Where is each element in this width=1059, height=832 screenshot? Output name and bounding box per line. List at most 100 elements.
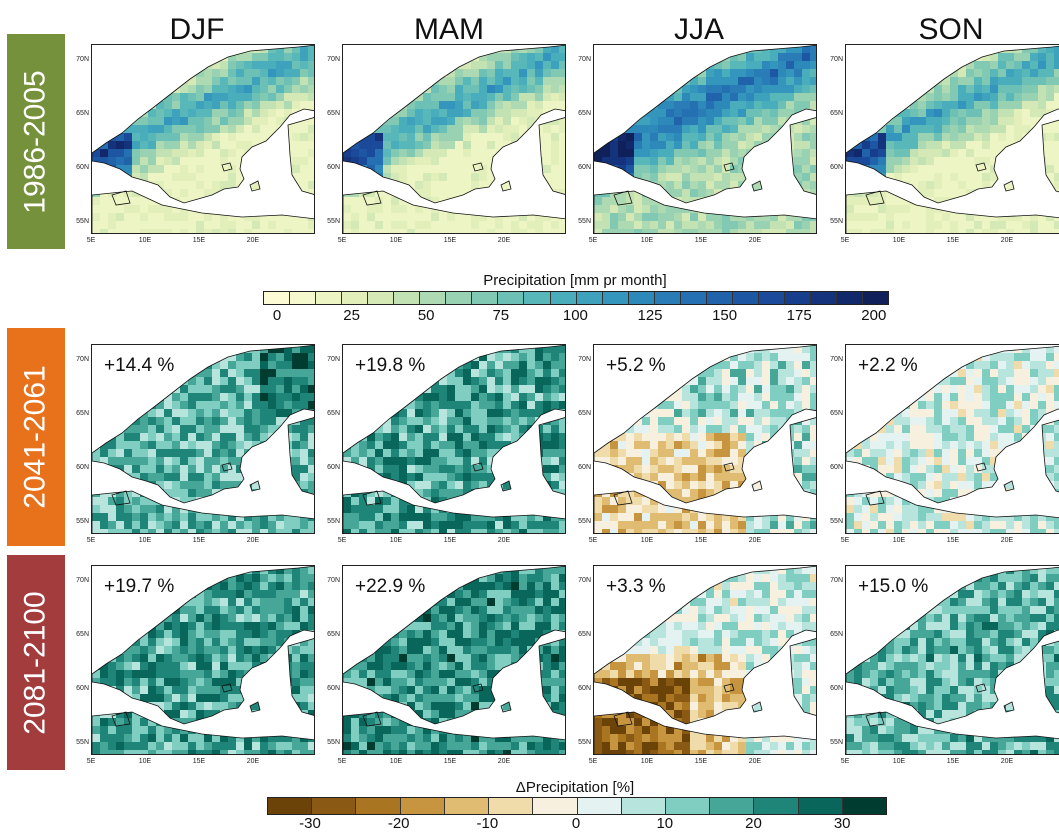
lat-tick-label: 55N: [320, 218, 340, 225]
lon-tick-label: 10E: [637, 237, 657, 244]
lon-tick-label: 5E: [332, 758, 352, 765]
lon-tick-label: 5E: [583, 758, 603, 765]
precip-colorbar-swatch: [655, 292, 681, 304]
map-panel-r3-c2: +22.9 %: [342, 565, 566, 755]
lat-tick-label: 70N: [571, 56, 591, 63]
lat-tick-label: 65N: [320, 631, 340, 638]
delta-colorbar-swatch: [710, 798, 754, 814]
precip-colorbar-swatch: [368, 292, 394, 304]
lat-tick-label: 55N: [571, 739, 591, 746]
map-svg: [92, 45, 315, 234]
lat-tick-label: 60N: [823, 685, 843, 692]
precip-colorbar-swatch: [316, 292, 342, 304]
lon-tick-label: 15E: [691, 237, 711, 244]
lon-tick-label: 20E: [243, 537, 263, 544]
lon-tick-label: 5E: [583, 237, 603, 244]
precip-colorbar-tick: 100: [550, 307, 600, 324]
precip-colorbar-swatch: [264, 292, 290, 304]
lat-tick-label: 70N: [69, 356, 89, 363]
lon-tick-label: 15E: [691, 537, 711, 544]
map-panel-r2-c2: +19.8 %: [342, 344, 566, 534]
delta-colorbar-swatch: [445, 798, 489, 814]
lon-tick-label: 10E: [889, 237, 909, 244]
delta-colorbar-swatch: [401, 798, 445, 814]
percent-change-label: +2.2 %: [858, 355, 918, 377]
precip-colorbar-swatch: [811, 292, 837, 304]
delta-colorbar: [267, 797, 887, 815]
lat-tick-label: 65N: [320, 410, 340, 417]
lon-tick-label: 15E: [440, 537, 460, 544]
precip-colorbar-swatch: [707, 292, 733, 304]
period-label-2041-2061: 2041-2061: [7, 328, 65, 546]
lon-tick-label: 5E: [81, 237, 101, 244]
lon-tick-label: 10E: [386, 537, 406, 544]
precip-colorbar-tick: 200: [849, 307, 899, 324]
lat-tick-label: 65N: [69, 410, 89, 417]
lat-tick-label: 55N: [69, 518, 89, 525]
lon-tick-label: 5E: [81, 758, 101, 765]
precip-colorbar-tick: 0: [252, 307, 302, 324]
precip-colorbar-swatch: [498, 292, 524, 304]
lon-tick-label: 15E: [943, 758, 963, 765]
lat-tick-label: 65N: [823, 110, 843, 117]
precip-colorbar-tick: 25: [327, 307, 377, 324]
lon-tick-label: 15E: [440, 237, 460, 244]
precip-colorbar-tick: 150: [700, 307, 750, 324]
precip-colorbar-swatch: [342, 292, 368, 304]
lat-tick-label: 60N: [571, 464, 591, 471]
lat-tick-label: 60N: [823, 464, 843, 471]
lon-tick-label: 20E: [997, 237, 1017, 244]
lat-tick-label: 65N: [320, 110, 340, 117]
lon-tick-label: 5E: [81, 537, 101, 544]
lat-tick-label: 60N: [571, 164, 591, 171]
lon-tick-label: 10E: [135, 237, 155, 244]
map-panel-r3-c3: +3.3 %: [593, 565, 817, 755]
lat-tick-label: 65N: [69, 631, 89, 638]
period-label-2081-2100: 2081-2100: [7, 555, 65, 770]
map-panel-r2-c3: +5.2 %: [593, 344, 817, 534]
lon-tick-label: 20E: [243, 758, 263, 765]
lon-tick-label: 15E: [440, 758, 460, 765]
map-panel-r2-c4: +2.2 %: [845, 344, 1059, 534]
lon-tick-label: 20E: [745, 758, 765, 765]
lon-tick-label: 15E: [943, 237, 963, 244]
lon-tick-label: 5E: [835, 237, 855, 244]
precip-colorbar-swatch: [551, 292, 577, 304]
lat-tick-label: 70N: [320, 56, 340, 63]
delta-colorbar-swatch: [312, 798, 356, 814]
percent-change-label: +5.2 %: [606, 355, 666, 377]
delta-colorbar-swatch: [666, 798, 710, 814]
map-panel-r1-c1: [91, 44, 315, 234]
lat-tick-label: 70N: [69, 56, 89, 63]
lon-tick-label: 20E: [997, 758, 1017, 765]
period-label-text: 1986-2005: [19, 70, 53, 213]
delta-colorbar-swatch: [268, 798, 312, 814]
precip-colorbar-swatch: [420, 292, 446, 304]
delta-colorbar-swatch: [578, 798, 622, 814]
map-svg: [846, 45, 1059, 234]
delta-colorbar-swatch: [533, 798, 577, 814]
lat-tick-label: 55N: [571, 518, 591, 525]
delta-colorbar-tick: 30: [817, 815, 867, 832]
lon-tick-label: 10E: [386, 237, 406, 244]
lat-tick-label: 55N: [823, 218, 843, 225]
lon-tick-label: 20E: [494, 758, 514, 765]
precip-colorbar: [263, 291, 889, 305]
period-label-text: 2041-2061: [19, 365, 53, 508]
lon-tick-label: 10E: [637, 758, 657, 765]
precip-colorbar-swatch: [394, 292, 420, 304]
lat-tick-label: 55N: [823, 739, 843, 746]
delta-colorbar-title: ΔPrecipitation [%]: [400, 779, 750, 796]
precip-colorbar-title: Precipitation [mm pr month]: [400, 272, 750, 289]
lat-tick-label: 65N: [571, 631, 591, 638]
precip-colorbar-swatch: [446, 292, 472, 304]
lat-tick-label: 65N: [823, 410, 843, 417]
lon-tick-label: 10E: [637, 537, 657, 544]
lon-tick-label: 15E: [189, 758, 209, 765]
lon-tick-label: 5E: [835, 758, 855, 765]
lat-tick-label: 60N: [69, 464, 89, 471]
lat-tick-label: 60N: [69, 685, 89, 692]
precip-colorbar-swatch: [290, 292, 316, 304]
lon-tick-label: 10E: [135, 537, 155, 544]
period-label-text: 2081-2100: [19, 591, 53, 734]
